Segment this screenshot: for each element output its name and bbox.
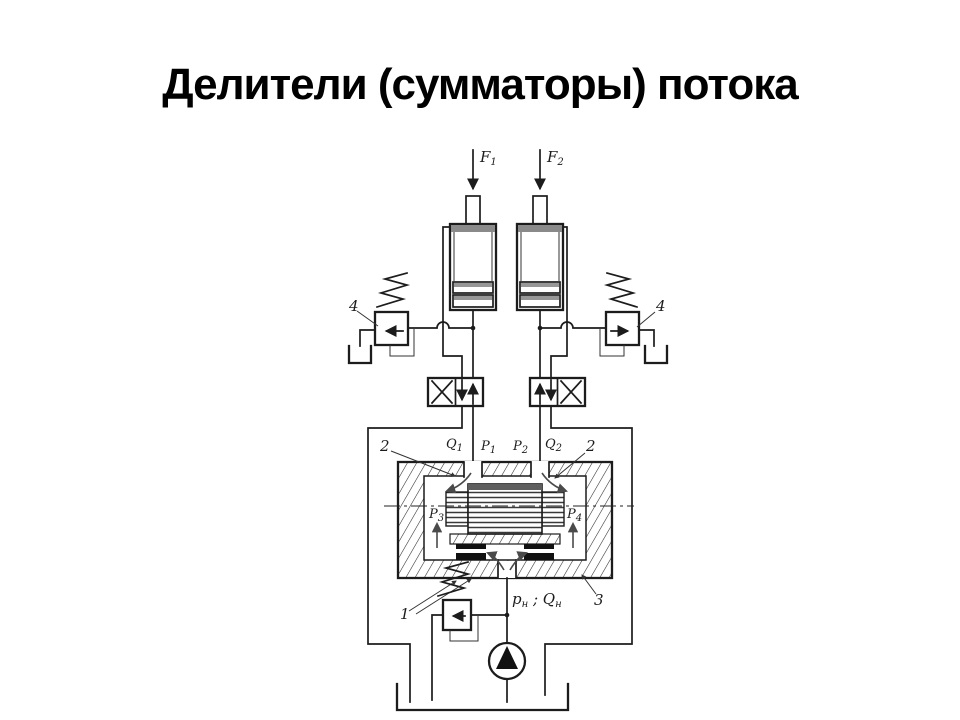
check-valve-left xyxy=(426,376,485,408)
chamber-left-label: P3 xyxy=(428,507,444,524)
pump xyxy=(487,577,527,703)
chamber-right-label: P4 xyxy=(566,507,582,524)
check-valve-right xyxy=(528,376,587,408)
sleeve-right-label: 2 xyxy=(585,437,596,455)
return-line-left xyxy=(367,405,463,703)
relief-valve-left-label: 4 xyxy=(348,297,359,315)
relief-valve-right: 4 xyxy=(537,271,669,365)
force-arrow-left: F1 xyxy=(467,148,497,191)
pressure-left-label: P1 xyxy=(480,439,496,456)
sleeve-left-label: 2 xyxy=(379,437,390,455)
flow-in-right-label: Q2 xyxy=(545,437,562,454)
slide-title: Делители (сумматоры) потока xyxy=(162,60,798,109)
divider-spool xyxy=(445,483,565,535)
housing-label: 3 xyxy=(594,591,604,609)
tank-symbol-left xyxy=(347,344,373,365)
pressure-right-label: P2 xyxy=(512,439,528,456)
hydraulic-cylinder-left xyxy=(442,195,498,379)
force-left-label: F1 xyxy=(479,148,497,168)
tank-symbol-right xyxy=(643,344,669,365)
system-relief-valve xyxy=(431,560,510,701)
hydraulic-cylinder-right xyxy=(515,195,568,379)
return-line-right xyxy=(544,405,633,696)
pump-supply-label: pн ; Qн xyxy=(512,590,562,610)
relief-valve-right-label: 4 xyxy=(655,297,666,315)
flow-in-left-label: Q1 xyxy=(446,437,463,454)
pump-triangle-icon xyxy=(496,646,518,669)
port-labels: Q1 P1 P2 Q2 2 2 1 3 pн ; Qн xyxy=(379,437,604,623)
spool-label: 1 xyxy=(400,605,410,623)
main-tank-symbol xyxy=(395,682,570,712)
force-right-label: F2 xyxy=(546,148,564,168)
force-arrow-right: F2 xyxy=(534,148,564,191)
relief-valve-left: 4 xyxy=(347,271,476,365)
flow-divider-block: P3 P4 xyxy=(384,460,634,580)
